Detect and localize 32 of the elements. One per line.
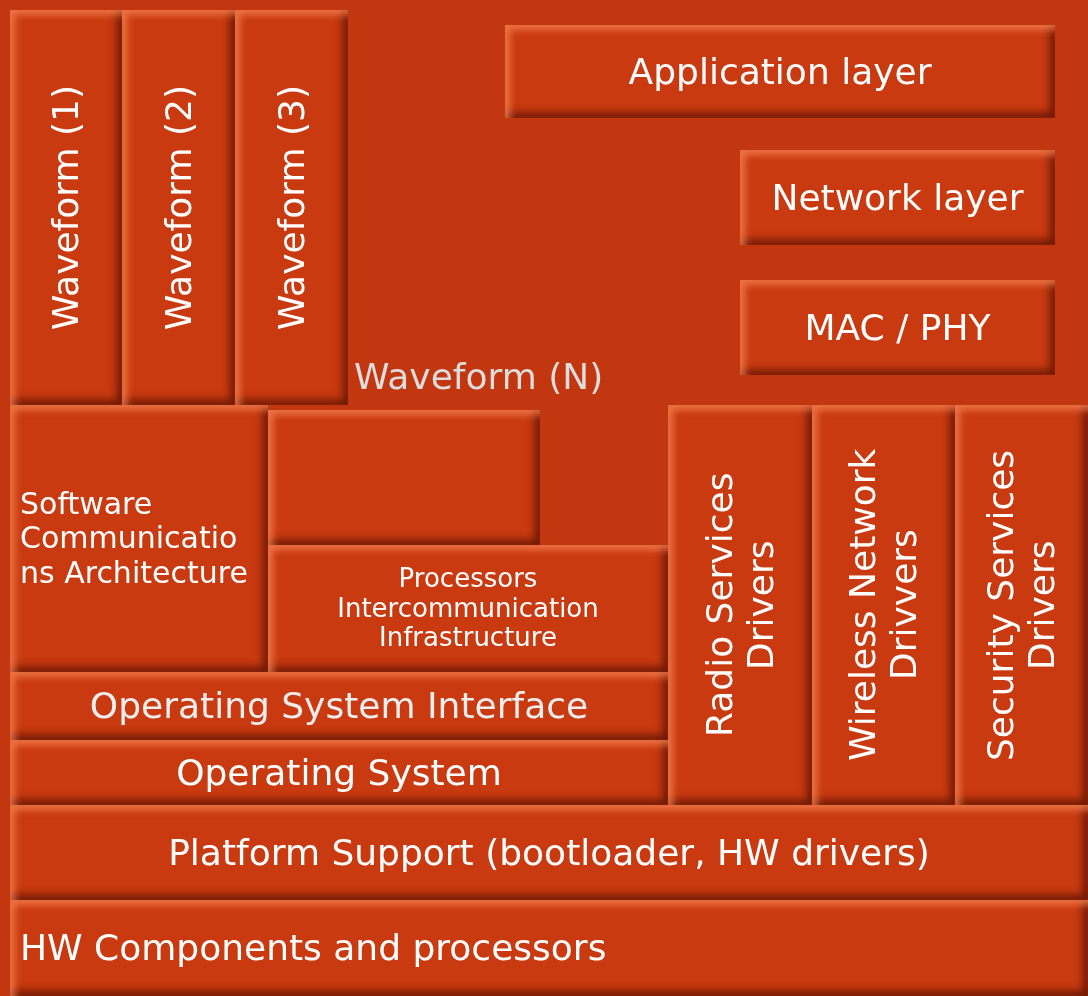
layer-label: Platform Support (bootloader, HW drivers)	[168, 831, 930, 874]
layer-label: MAC / PHY	[804, 306, 991, 349]
layer-label: Wireless Network Drivvers	[842, 447, 925, 764]
layer-label: Network layer	[771, 176, 1024, 219]
layer-label: Operating System Interface	[89, 685, 589, 727]
layer-box	[10, 805, 1088, 900]
layer-box	[740, 150, 1055, 245]
layer-box	[505, 25, 1055, 118]
layer-box	[235, 10, 348, 405]
layer-label: Waveform (N)	[354, 355, 604, 397]
layer-label: Security Services Drivers	[980, 448, 1063, 763]
layer-label: Waveform (1)	[45, 84, 87, 331]
layer-label: Processors Intercommunication Infrastructure	[336, 563, 600, 654]
layer-label: HW Components and processors	[20, 927, 607, 969]
layer-label: Waveform (3)	[270, 84, 313, 331]
layer-label: Software Communications Architecture	[20, 486, 249, 591]
layer-box	[10, 405, 268, 672]
layer-box	[10, 10, 122, 405]
layer-box	[812, 405, 955, 805]
layer-box	[955, 405, 1088, 805]
layer-label: Operating System	[176, 751, 502, 794]
layer-box	[10, 900, 1088, 996]
layer-label: Application layer	[628, 50, 932, 93]
layer-box	[740, 280, 1055, 375]
layer-box	[122, 10, 235, 405]
layer-box	[10, 672, 668, 740]
layer-label: Waveform (2)	[157, 84, 200, 331]
layer-box	[668, 405, 812, 805]
layer-label: Radio Services Drivers	[698, 471, 782, 740]
layer-box	[268, 545, 668, 672]
empty-box	[268, 410, 540, 545]
layer-box	[10, 740, 668, 805]
